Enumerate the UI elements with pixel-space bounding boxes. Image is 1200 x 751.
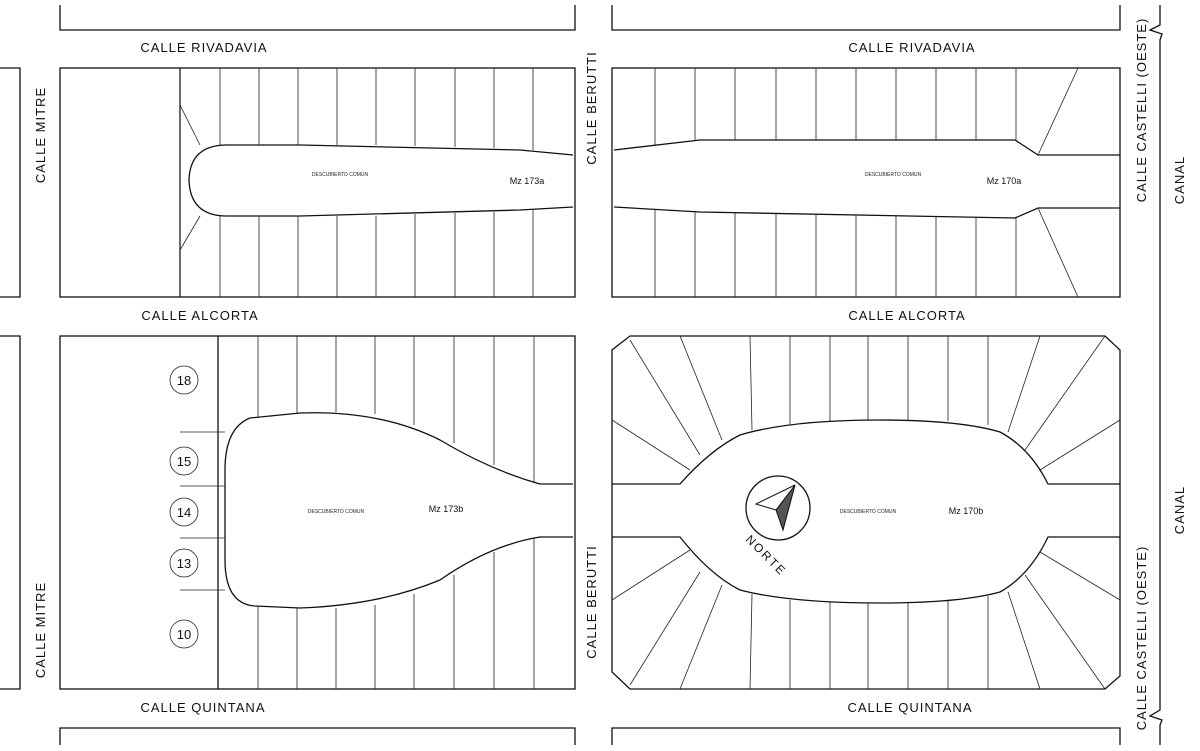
lot-marker-circle bbox=[169, 548, 199, 578]
block-170b-common-area: DESCUBIERTO COMUN bbox=[840, 509, 897, 515]
street-edges bbox=[0, 5, 1163, 745]
street-quintana-left: CALLE QUINTANA bbox=[140, 700, 265, 715]
block-173a-name: Mz 173a bbox=[510, 176, 545, 186]
canal-label-top: CANAL bbox=[1172, 156, 1187, 204]
compass-needle-light bbox=[754, 484, 796, 511]
block-173b-common-area: DESCUBIERTO COMUN bbox=[308, 509, 365, 515]
lot-marker-circle bbox=[169, 497, 199, 527]
compass-circle bbox=[745, 475, 811, 541]
street-rivadavia-left: CALLE RIVADAVIA bbox=[140, 40, 267, 55]
lot-marker-14: 14 bbox=[177, 505, 191, 520]
block-173a-common-area: DESCUBIERTO COMUN bbox=[312, 172, 369, 178]
block-170a-common-area: DESCUBIERTO COMUN bbox=[865, 172, 922, 178]
street-castelli-bottom: CALLE CASTELLI (OESTE) bbox=[1134, 546, 1149, 731]
street-berutti-bottom: CALLE BERUTTI bbox=[584, 545, 599, 658]
block-173b bbox=[59, 335, 576, 690]
north-compass: NORTE bbox=[743, 475, 811, 579]
street-mitre-bottom: CALLE MITRE bbox=[33, 582, 48, 678]
block-170a bbox=[611, 67, 1121, 298]
street-quintana-right: CALLE QUINTANA bbox=[847, 700, 972, 715]
block-173b-name: Mz 173b bbox=[429, 504, 464, 514]
lot-marker-13: 13 bbox=[177, 556, 191, 571]
street-alcorta-left: CALLE ALCORTA bbox=[141, 308, 258, 323]
lot-marker-circle bbox=[169, 446, 199, 476]
street-mitre-top: CALLE MITRE bbox=[33, 87, 48, 183]
canal-label-bottom: CANAL bbox=[1172, 486, 1187, 534]
street-rivadavia-right: CALLE RIVADAVIA bbox=[848, 40, 975, 55]
street-berutti-top: CALLE BERUTTI bbox=[584, 51, 599, 164]
block-170b bbox=[611, 335, 1121, 690]
lot-marker-15: 15 bbox=[177, 454, 191, 469]
lot-marker-circle bbox=[169, 619, 199, 649]
street-alcorta-right: CALLE ALCORTA bbox=[848, 308, 965, 323]
lot-marker-circle bbox=[169, 365, 199, 395]
block-173a bbox=[59, 67, 576, 298]
street-castelli-top: CALLE CASTELLI (OESTE) bbox=[1134, 18, 1149, 203]
block-170b-name: Mz 170b bbox=[949, 506, 984, 516]
street-labels: CALLE RIVADAVIA CALLE RIVADAVIA CALLE AL… bbox=[33, 18, 1187, 731]
lot-markers: 18 15 14 13 10 bbox=[169, 365, 199, 649]
block-labels: Mz 173a DESCUBIERTO COMUN Mz 170a DESCUB… bbox=[308, 172, 1021, 516]
lot-marker-10: 10 bbox=[177, 627, 191, 642]
lot-marker-18: 18 bbox=[177, 373, 191, 388]
block-170a-name: Mz 170a bbox=[987, 176, 1022, 186]
